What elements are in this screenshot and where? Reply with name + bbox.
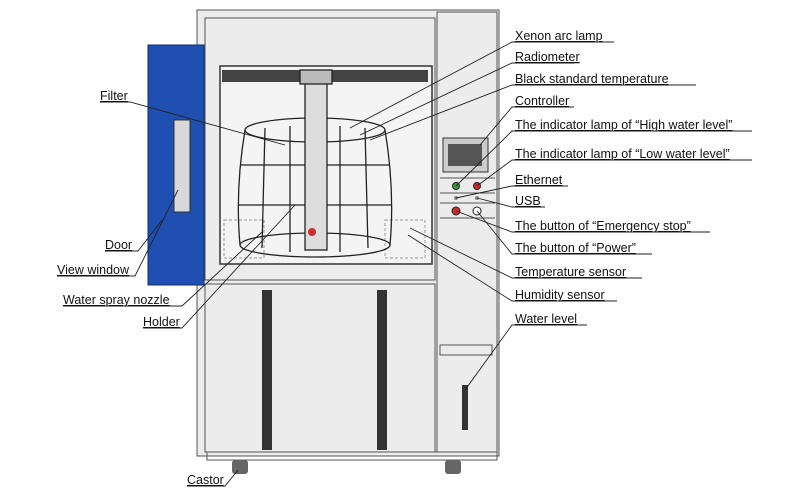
label-emergency-stop: The button of “Emergency stop” bbox=[515, 219, 691, 233]
view-window bbox=[173, 119, 191, 213]
label-door: Door bbox=[105, 238, 132, 252]
label-humidity-sensor: Humidity sensor bbox=[515, 288, 605, 302]
label-black-standard-temperature: Black standard temperature bbox=[515, 72, 669, 86]
castors bbox=[232, 460, 461, 474]
label-water-level: Water level bbox=[515, 312, 577, 326]
labels-left: Filter Door View window Water spray nozz… bbox=[57, 89, 224, 487]
label-usb: USB bbox=[515, 194, 541, 208]
label-radiometer: Radiometer bbox=[515, 50, 580, 64]
leader-lines bbox=[57, 41, 752, 487]
label-castor: Castor bbox=[187, 473, 224, 487]
label-water-spray-nozzle: Water spray nozzle bbox=[63, 293, 170, 307]
label-controller: Controller bbox=[515, 94, 569, 108]
cabinet bbox=[196, 9, 500, 461]
label-temperature-sensor: Temperature sensor bbox=[515, 265, 626, 279]
labels-right: Xenon arc lamp Radiometer Black standard… bbox=[515, 29, 732, 326]
door bbox=[147, 44, 205, 286]
label-ethernet: Ethernet bbox=[515, 173, 563, 187]
label-low-water-lamp: The indicator lamp of “Low water level” bbox=[515, 147, 730, 161]
label-high-water-lamp: The indicator lamp of “High water level” bbox=[515, 118, 732, 132]
label-holder: Holder bbox=[143, 315, 180, 329]
label-power-button: The button of “Power” bbox=[515, 241, 636, 255]
sample-holder-drum bbox=[237, 69, 393, 258]
label-xenon-arc-lamp: Xenon arc lamp bbox=[515, 29, 603, 43]
label-filter: Filter bbox=[100, 89, 128, 103]
chamber-vent-grid bbox=[223, 219, 426, 259]
control-panel bbox=[440, 137, 495, 219]
label-view-window: View window bbox=[57, 263, 130, 277]
